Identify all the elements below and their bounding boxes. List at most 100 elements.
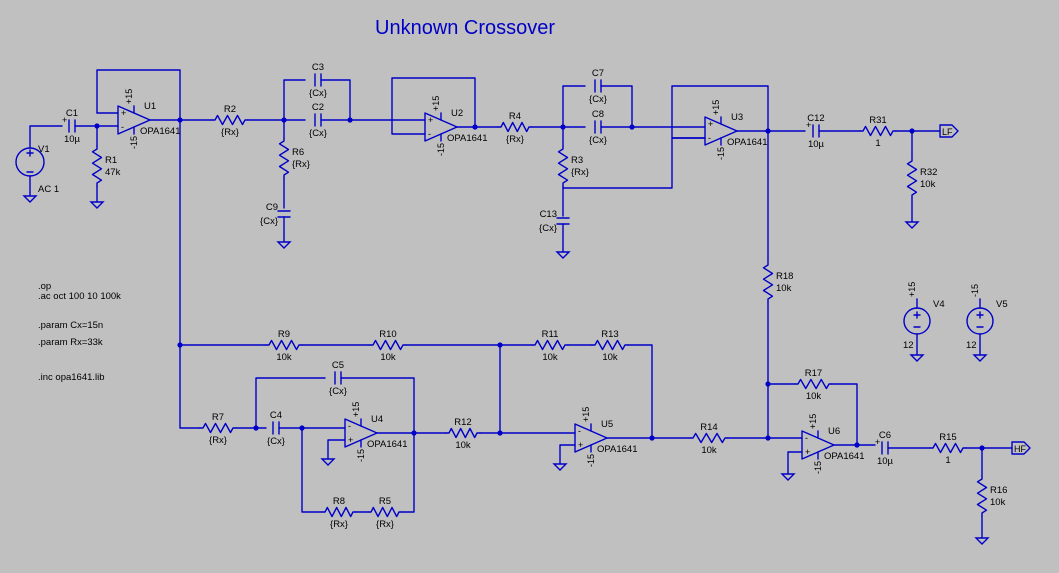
junction-dot (177, 342, 183, 348)
resistor-value: 1 (875, 138, 880, 149)
capacitor-value: {Cx} (309, 88, 327, 99)
port-hf-label: HF (1014, 444, 1026, 454)
junction-dot (560, 124, 566, 130)
spice-directive: .param Cx=15n (38, 320, 103, 331)
capacitor-value: 10µ (808, 139, 825, 150)
ground-symbol (320, 455, 336, 466)
capacitor-value: {Cx} (589, 94, 607, 105)
resistor-name: R31 (869, 115, 886, 126)
junction-dot (497, 342, 503, 348)
schematic-title: Unknown Crossover (375, 17, 555, 39)
resistor-name: R16 (990, 485, 1007, 496)
capacitor-value: {Cx} (260, 216, 278, 227)
opamp-neg-rail: -15 (356, 449, 366, 462)
capacitor-value: 10µ (64, 134, 81, 145)
spice-directive: .param Rx=33k (38, 337, 103, 348)
resistor-name: R14 (700, 422, 717, 433)
polarity-mark: + (875, 437, 880, 447)
resistor-name: R10 (379, 329, 396, 340)
resistor-r13 (591, 339, 629, 351)
source-name: V1 (38, 144, 50, 155)
wire (787, 451, 803, 471)
resistor-r2 (211, 114, 249, 126)
opamp-name: U4 (371, 414, 383, 425)
resistor-value: {Rx} (376, 519, 394, 530)
capacitor-c13 (556, 217, 570, 225)
polarity-mark: + (806, 120, 811, 130)
opamp-name: U1 (144, 101, 156, 112)
source-name: V4 (933, 299, 945, 310)
opamp-pos-rail: +15 (351, 402, 361, 417)
opamp-input-sign: - (578, 426, 581, 436)
opamp-input-sign: + (428, 115, 433, 125)
opamp-neg-rail: -15 (586, 454, 596, 467)
opamp-pos-rail: +15 (711, 100, 721, 115)
opamp-pos-rail: +15 (808, 414, 818, 429)
wire (627, 344, 653, 439)
junction-dot (765, 435, 771, 441)
wires (29, 69, 1013, 535)
resistor-r9 (265, 339, 303, 351)
source-name: V5 (996, 299, 1008, 310)
resistor-r17 (794, 378, 833, 390)
ground-symbol (904, 218, 920, 229)
resistor-name: R32 (920, 167, 937, 178)
ground-symbol (89, 198, 105, 209)
wire (559, 444, 576, 461)
resistor-value: 10k (455, 440, 471, 451)
components (15, 73, 1031, 545)
junction-dot (854, 442, 860, 448)
resistor-r5 (367, 506, 403, 518)
opamp-neg-rail: -15 (129, 136, 139, 149)
capacitor-name: C6 (879, 430, 891, 441)
junction-dot (765, 128, 771, 134)
wire (401, 432, 415, 513)
port-hf (1011, 441, 1031, 455)
capacitor-name: C7 (592, 68, 604, 79)
wire (96, 69, 181, 121)
opamp-model: OPA1641 (140, 126, 181, 137)
opamp-input-sign: - (708, 133, 711, 143)
opamp-model: OPA1641 (447, 133, 488, 144)
resistor-r7 (199, 422, 237, 434)
wire (600, 85, 633, 128)
junction-dot (472, 124, 478, 130)
capacitor-name: C3 (312, 62, 324, 73)
resistor-r12 (445, 427, 481, 439)
wire (283, 79, 306, 121)
spice-directive: .op (38, 281, 51, 292)
resistor-r6 (278, 137, 290, 179)
port-lf-label: LF (942, 127, 953, 137)
opamp-name: U2 (451, 108, 463, 119)
opamp-name: U3 (731, 112, 743, 123)
resistor-r18 (762, 261, 774, 303)
capacitor-c3 (314, 73, 322, 87)
junction-dot (909, 128, 915, 134)
opamp-name: U6 (828, 426, 840, 437)
ground-symbol (555, 248, 571, 259)
capacitor-value: {Cx} (267, 436, 285, 447)
wire (179, 344, 201, 429)
capacitor-c2 (314, 113, 322, 127)
opamp-input-sign: + (805, 447, 810, 457)
resistor-value: 10k (380, 352, 396, 363)
capacitor-c6 (881, 441, 889, 455)
junction-dot (629, 124, 635, 130)
capacitor-c7 (594, 79, 602, 93)
resistor-value: 10k (542, 352, 558, 363)
capacitor-c5 (334, 371, 342, 385)
resistor-name: R8 (333, 496, 345, 507)
opamp-name: U5 (601, 419, 613, 430)
opamp-pos-rail: +15 (581, 407, 591, 422)
capacitor-value: {Cx} (309, 128, 327, 139)
resistor-value: {Rx} (221, 127, 239, 138)
junction-dot (411, 430, 417, 436)
resistor-r32 (906, 157, 918, 199)
opamp-input-sign: - (348, 421, 351, 431)
resistor-name: R5 (379, 496, 391, 507)
capacitor-name: C2 (312, 102, 324, 113)
resistor-r8 (321, 506, 357, 518)
wire (255, 377, 326, 429)
